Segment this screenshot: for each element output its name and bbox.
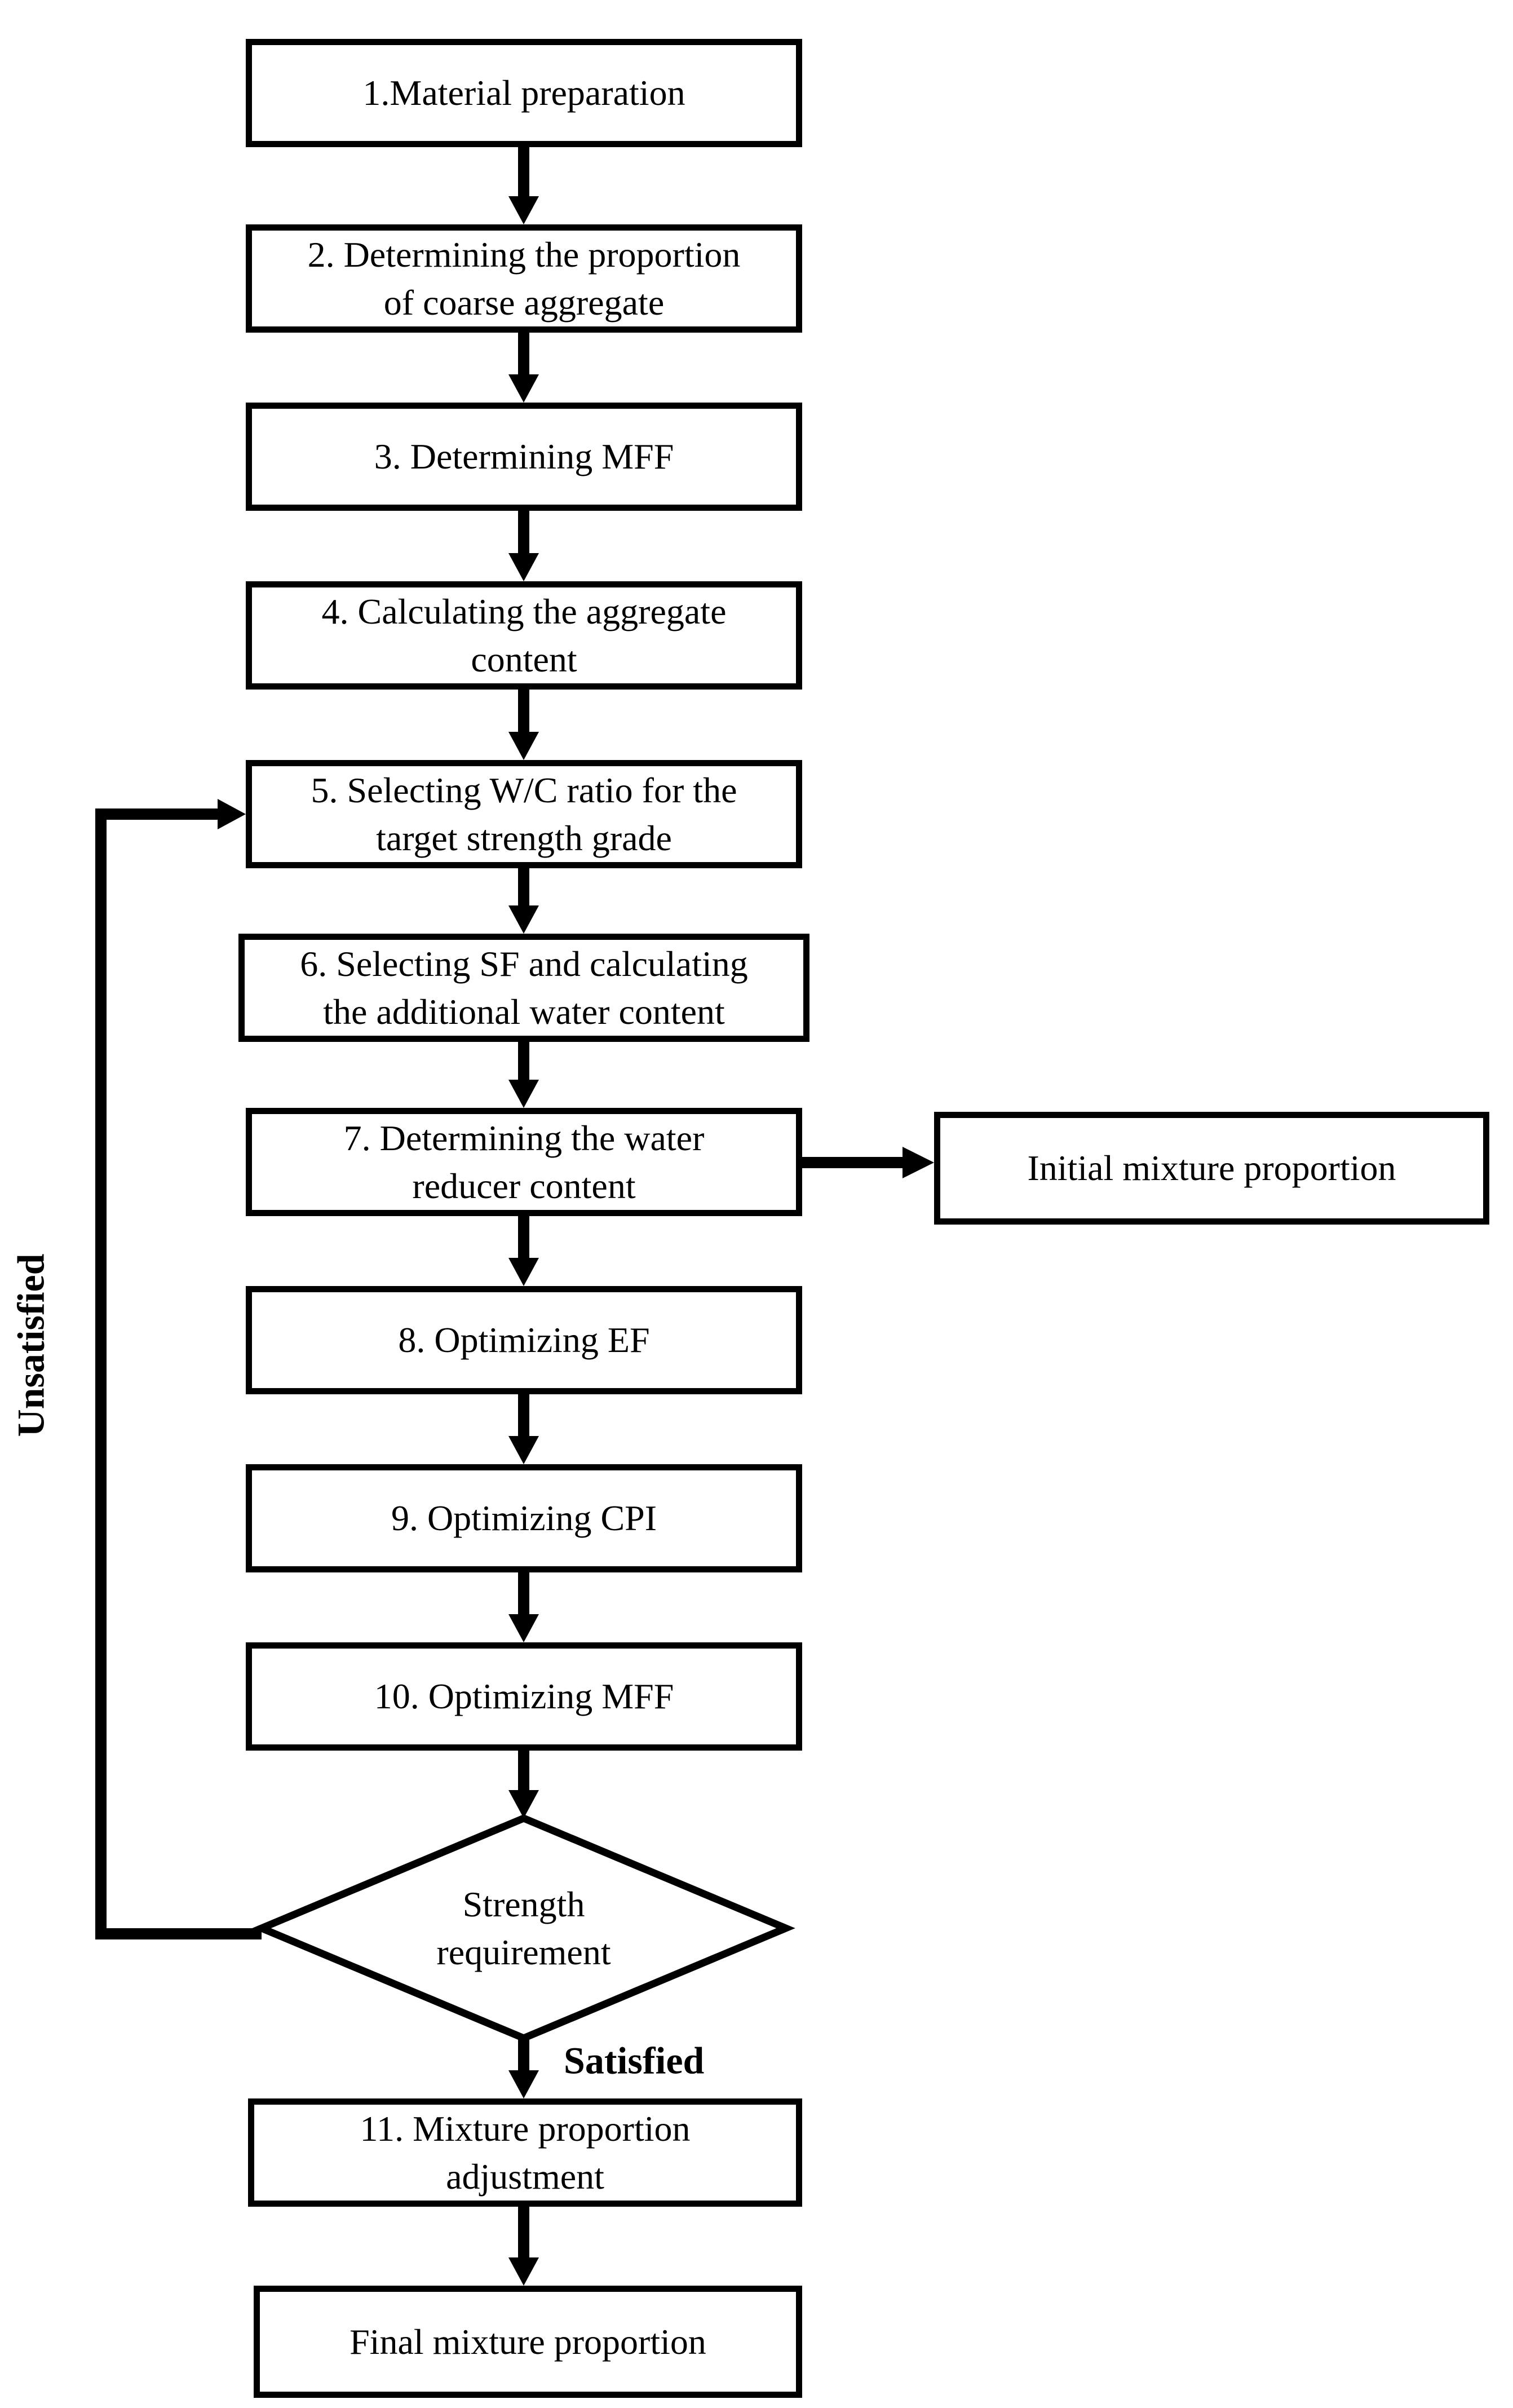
edge-satisfied-arrowhead-icon [508, 2070, 539, 2098]
edge-10-decision-shaft [518, 1751, 529, 1792]
node-final-mixture-proportion: Final mixture proportion [254, 2286, 802, 2398]
node-step-8: 8. Optimizing EF [246, 1286, 802, 1394]
edge-2-3-shaft [518, 333, 529, 377]
edge-unsatisfied-loop-arrowhead-icon [218, 799, 246, 829]
node-step-3: 3. Determining MFF [246, 403, 802, 511]
edge-7-initial-shaft [802, 1157, 905, 1168]
node-step-10: 10. Optimizing MFF [246, 1642, 802, 1751]
node-step-10-label: 10. Optimizing MFF [374, 1676, 674, 1717]
edge-unsatisfied-loop-path [95, 808, 262, 1939]
node-final-mixture-proportion-label: Final mixture proportion [350, 2321, 706, 2362]
edge-6-7-shaft [518, 1042, 529, 1082]
edge-11-final-arrowhead-icon [508, 2257, 539, 2286]
satisfied-label: Satisfied [564, 2039, 705, 2082]
unsatisfied-label: Unsatisfied [9, 1253, 52, 1437]
edge-6-7-arrowhead-icon [508, 1080, 539, 1108]
edge-5-6-shaft [518, 868, 529, 908]
edge-satisfied-shaft [518, 2038, 529, 2073]
edge-4-5-arrowhead-icon [508, 732, 539, 760]
edge-1-2-shaft [518, 147, 529, 198]
edge-10-decision-arrowhead-icon [508, 1790, 539, 1818]
edge-8-9-shaft [518, 1394, 529, 1438]
edge-7-8-arrowhead-icon [508, 1258, 539, 1286]
edge-5-6-arrowhead-icon [508, 905, 539, 934]
edge-11-final-shaft [518, 2207, 529, 2260]
node-step-8-label: 8. Optimizing EF [398, 1320, 650, 1360]
node-initial-mixture-proportion-label: Initial mixture proportion [1027, 1148, 1396, 1188]
edge-8-9-arrowhead-icon [508, 1436, 539, 1464]
node-step-1-label: 1.Material preparation [362, 73, 685, 113]
node-step-1: 1.Material preparation [246, 39, 802, 147]
node-step-3-label: 3. Determining MFF [374, 436, 674, 477]
edge-4-5-shaft [518, 690, 529, 734]
edge-3-4-arrowhead-icon [508, 553, 539, 581]
node-step-9-label: 9. Optimizing CPI [391, 1498, 657, 1539]
edge-7-initial-arrowhead-icon [903, 1147, 934, 1178]
node-step-9: 9. Optimizing CPI [246, 1464, 802, 1572]
edge-3-4-shaft [518, 511, 529, 555]
edge-9-10-shaft [518, 1572, 529, 1616]
edge-2-3-arrowhead-icon [508, 374, 539, 403]
edge-7-8-shaft [518, 1216, 529, 1260]
edge-9-10-arrowhead-icon [508, 1614, 539, 1642]
node-initial-mixture-proportion: Initial mixture proportion [934, 1112, 1489, 1225]
edge-1-2-arrowhead-icon [508, 196, 539, 224]
